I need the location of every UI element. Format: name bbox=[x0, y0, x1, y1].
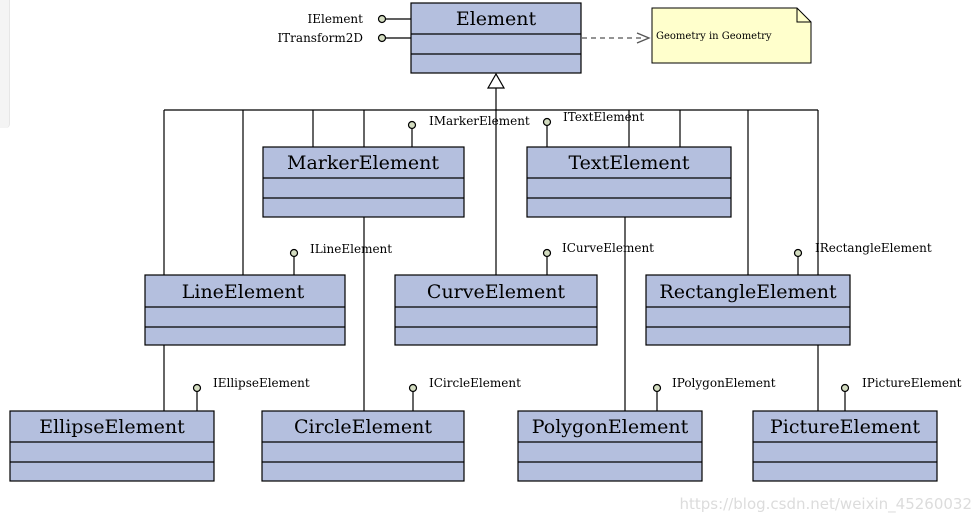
class-polygon-element[interactable]: PolygonElement bbox=[517, 410, 703, 482]
lollipop-icon bbox=[652, 383, 662, 393]
lollipop-icon bbox=[407, 120, 417, 130]
interface-ielement-label: IElement bbox=[308, 12, 364, 26]
interface-itransform2d-label: ITransform2D bbox=[277, 31, 363, 45]
interface-icurve-label: ICurveElement bbox=[562, 241, 654, 255]
interface-ipicture-label: IPictureElement bbox=[862, 376, 962, 390]
lollipop-icon bbox=[289, 248, 299, 258]
note-text: Geometry in Geometry bbox=[656, 31, 772, 42]
class-marker-element-name: MarkerElement bbox=[287, 152, 439, 174]
class-ellipse-element-name: EllipseElement bbox=[39, 416, 185, 438]
class-polygon-element-name: PolygonElement bbox=[532, 416, 689, 438]
interface-imarker: IMarkerElement bbox=[407, 114, 530, 147]
inheritance-arrow-icon bbox=[486, 72, 506, 89]
interface-iellipse: IEllipseElement bbox=[192, 376, 310, 411]
interface-irectangle-label: IRectangleElement bbox=[815, 241, 932, 255]
dependency-arrow-icon bbox=[636, 32, 651, 44]
lollipop-icon bbox=[377, 33, 387, 43]
class-marker-element[interactable]: MarkerElement bbox=[262, 146, 465, 218]
interface-imarker-label: IMarkerElement bbox=[429, 114, 530, 128]
interface-icircle-label: ICircleElement bbox=[429, 376, 521, 390]
lollipop-icon bbox=[793, 248, 803, 258]
interface-icurve: ICurveElement bbox=[542, 241, 654, 275]
lollipop-icon bbox=[192, 383, 202, 393]
interface-iline: ILineElement bbox=[289, 242, 392, 275]
lollipop-icon bbox=[542, 117, 552, 127]
watermark: https://blog.csdn.net/weixin_45260032 bbox=[679, 495, 972, 513]
interface-itext-label: ITextElement bbox=[563, 110, 644, 124]
lollipop-icon bbox=[840, 383, 850, 393]
lollipop-icon bbox=[408, 383, 418, 393]
interface-irectangle: IRectangleElement bbox=[793, 241, 932, 275]
interface-itext: ITextElement bbox=[542, 110, 644, 147]
interface-iline-label: ILineElement bbox=[310, 242, 392, 256]
class-element-name: Element bbox=[456, 8, 537, 30]
interface-ipolygon: IPolygonElement bbox=[652, 376, 776, 411]
class-circle-element[interactable]: CircleElement bbox=[261, 410, 465, 482]
class-curve-element-name: CurveElement bbox=[427, 281, 566, 303]
lollipop-icon bbox=[377, 14, 387, 24]
note-geometry: Geometry in Geometry bbox=[582, 7, 812, 64]
class-curve-element[interactable]: CurveElement bbox=[394, 274, 598, 346]
class-line-element[interactable]: LineElement bbox=[144, 274, 346, 346]
class-picture-element-name: PictureElement bbox=[770, 416, 920, 438]
left-panel-edge bbox=[0, 0, 10, 128]
class-rectangle-element-name: RectangleElement bbox=[659, 281, 837, 303]
class-line-element-name: LineElement bbox=[182, 281, 305, 303]
class-element[interactable]: Element bbox=[410, 2, 582, 74]
inheritance-connectors bbox=[163, 88, 819, 411]
class-circle-element-name: CircleElement bbox=[294, 416, 432, 438]
interface-icircle: ICircleElement bbox=[408, 376, 521, 411]
class-text-element[interactable]: TextElement bbox=[526, 146, 732, 218]
interface-ielement: IElement bbox=[308, 12, 411, 26]
interface-ipolygon-label: IPolygonElement bbox=[672, 376, 776, 390]
class-rectangle-element[interactable]: RectangleElement bbox=[645, 274, 851, 346]
interface-itransform2d: ITransform2D bbox=[277, 31, 411, 45]
lollipop-icon bbox=[542, 248, 552, 258]
class-picture-element[interactable]: PictureElement bbox=[752, 410, 938, 482]
class-text-element-name: TextElement bbox=[568, 152, 689, 174]
class-ellipse-element[interactable]: EllipseElement bbox=[9, 410, 215, 482]
interface-ipicture: IPictureElement bbox=[840, 376, 962, 411]
interface-iellipse-label: IEllipseElement bbox=[213, 376, 310, 390]
